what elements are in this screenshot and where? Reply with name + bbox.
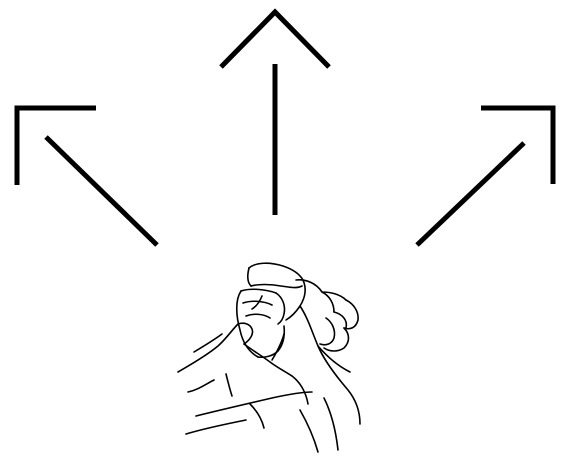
right-hand-finger-3 — [320, 318, 335, 345]
left-hand-thumb-top — [178, 324, 238, 372]
fist-knuckle-line — [251, 285, 302, 288]
fist-thumb-crease — [252, 296, 262, 309]
wrist-line-upper — [196, 392, 312, 416]
left-hand-crease-1 — [194, 334, 222, 352]
arrow-up-left-icon — [17, 108, 157, 245]
left-hand-wrist-join — [272, 334, 284, 360]
wrist-crease — [250, 404, 264, 428]
forearm-line-far-right — [324, 398, 338, 450]
fist-thumb — [276, 293, 285, 324]
arrow-up-right-icon — [417, 108, 553, 245]
right-hand-finger-2 — [334, 312, 346, 328]
fist-finger-1 — [241, 289, 276, 293]
arrow-up-icon — [221, 12, 329, 215]
left-hand-crease-3 — [226, 374, 232, 396]
wrist-line-lower-left — [186, 420, 246, 434]
forearm-line-right — [300, 410, 318, 452]
fist-knuckle-left — [248, 268, 251, 286]
arrow-up-head — [221, 12, 329, 67]
arrow-up-right-shaft — [417, 143, 524, 245]
fist-top — [249, 263, 303, 280]
fist-bottom — [258, 326, 284, 357]
hands-gesture-illustration — [178, 263, 360, 452]
left-hand-crease-2 — [188, 380, 214, 392]
right-hand-finger-1 — [322, 292, 334, 312]
left-hand-palm-right — [292, 376, 308, 404]
arrow-up-left-shaft — [46, 137, 157, 245]
right-hand-palm-edge — [300, 306, 360, 424]
right-hand-finger-4 — [324, 328, 349, 351]
left-hand-thumb-base — [244, 344, 292, 376]
right-hand-crease — [318, 346, 350, 372]
fist-finger-3 — [246, 314, 270, 318]
